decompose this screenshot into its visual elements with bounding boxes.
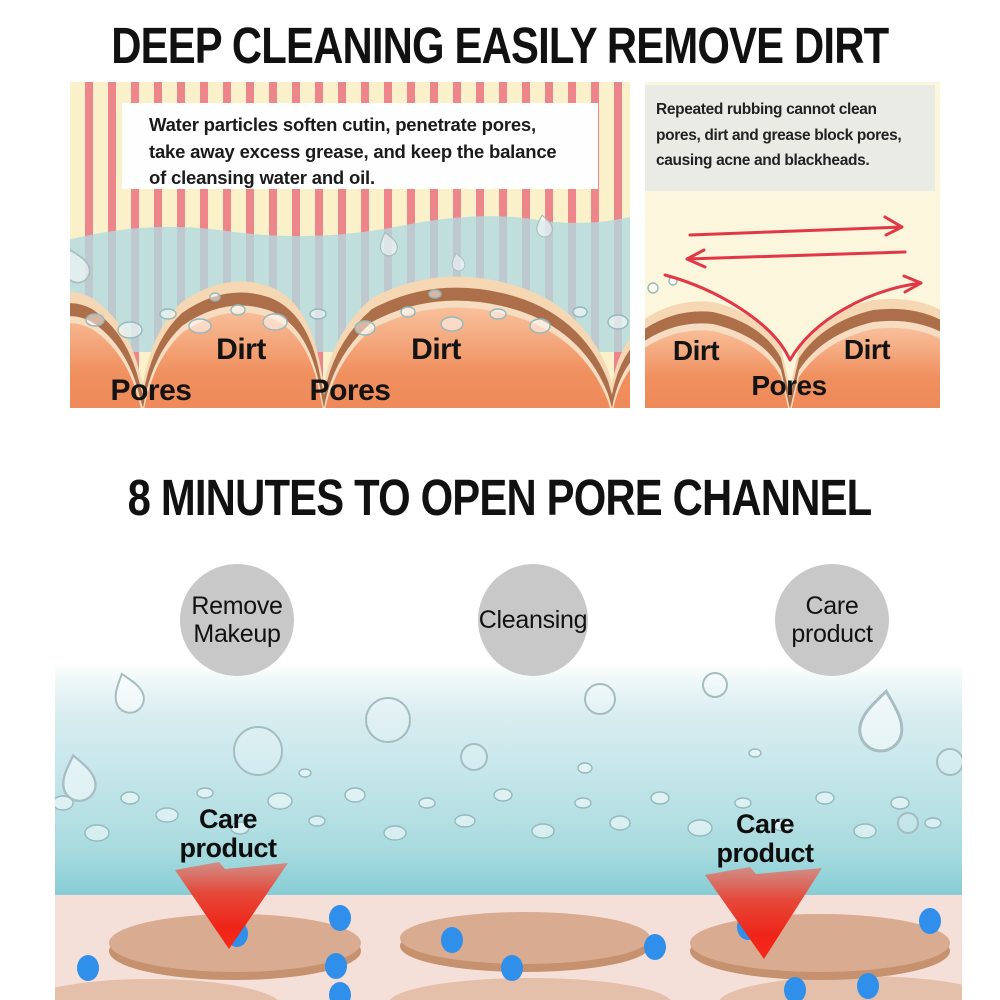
- pore-discs-back-row: [55, 976, 962, 1000]
- water-droplet-icons: [56, 668, 909, 805]
- label-dirt: Dirt: [411, 333, 461, 366]
- label-pores: Pores: [309, 374, 391, 407]
- page-title: DEEP CLEANING EASILY REMOVE DIRT: [0, 16, 1000, 75]
- section-title-pore-channel: 8 MINUTES TO OPEN PORE CHANNEL: [0, 468, 1000, 527]
- right-description-box: Repeated rubbing cannot clean pores, dir…: [645, 85, 935, 191]
- panel-repeated-rubbing: Repeated rubbing cannot clean pores, dir…: [645, 82, 940, 408]
- step-label: Remove Makeup: [191, 592, 283, 648]
- rubbing-illustration: [645, 215, 940, 408]
- step-cleansing: Cleansing: [478, 564, 588, 676]
- page-title-text: DEEP CLEANING EASILY REMOVE DIRT: [111, 17, 889, 74]
- section-title-text: 8 MINUTES TO OPEN PORE CHANNEL: [128, 469, 873, 526]
- left-description-box: Water particles soften cutin, penetrate …: [122, 103, 598, 189]
- bubble-icons: [85, 289, 629, 339]
- step-label: Care product: [791, 592, 873, 648]
- step-care-product: Care product: [775, 564, 889, 676]
- panel-water-cleansing: Water particles soften cutin, penetrate …: [70, 82, 630, 408]
- right-description: Repeated rubbing cannot clean pores, dir…: [656, 101, 902, 169]
- left-description: Water particles soften cutin, penetrate …: [149, 114, 557, 188]
- label-pores: Pores: [110, 374, 192, 407]
- care-product-label: Care product: [716, 809, 815, 868]
- down-arrow-icon: [705, 867, 822, 959]
- down-arrow-icon: [175, 862, 288, 949]
- ring-droplet-icons: [233, 672, 962, 834]
- care-product-arrow-icons: [175, 862, 822, 959]
- label-dirt: Dirt: [672, 335, 720, 366]
- water-cleansing-illustration: [70, 213, 630, 408]
- bubble-icons: [55, 748, 942, 842]
- rubbing-arrows-icon: [663, 215, 923, 362]
- label-dirt: Dirt: [216, 333, 266, 366]
- pore-channel-illustration: Care product Care product: [55, 663, 962, 1000]
- water-area: [55, 663, 962, 895]
- step-remove-makeup: Remove Makeup: [180, 564, 294, 676]
- care-product-label: Care product: [179, 804, 278, 863]
- step-label: Cleansing: [478, 606, 588, 634]
- bottom-illustration-svg: [55, 668, 962, 1000]
- label-pores: Pores: [751, 370, 827, 401]
- label-dirt: Dirt: [843, 334, 891, 365]
